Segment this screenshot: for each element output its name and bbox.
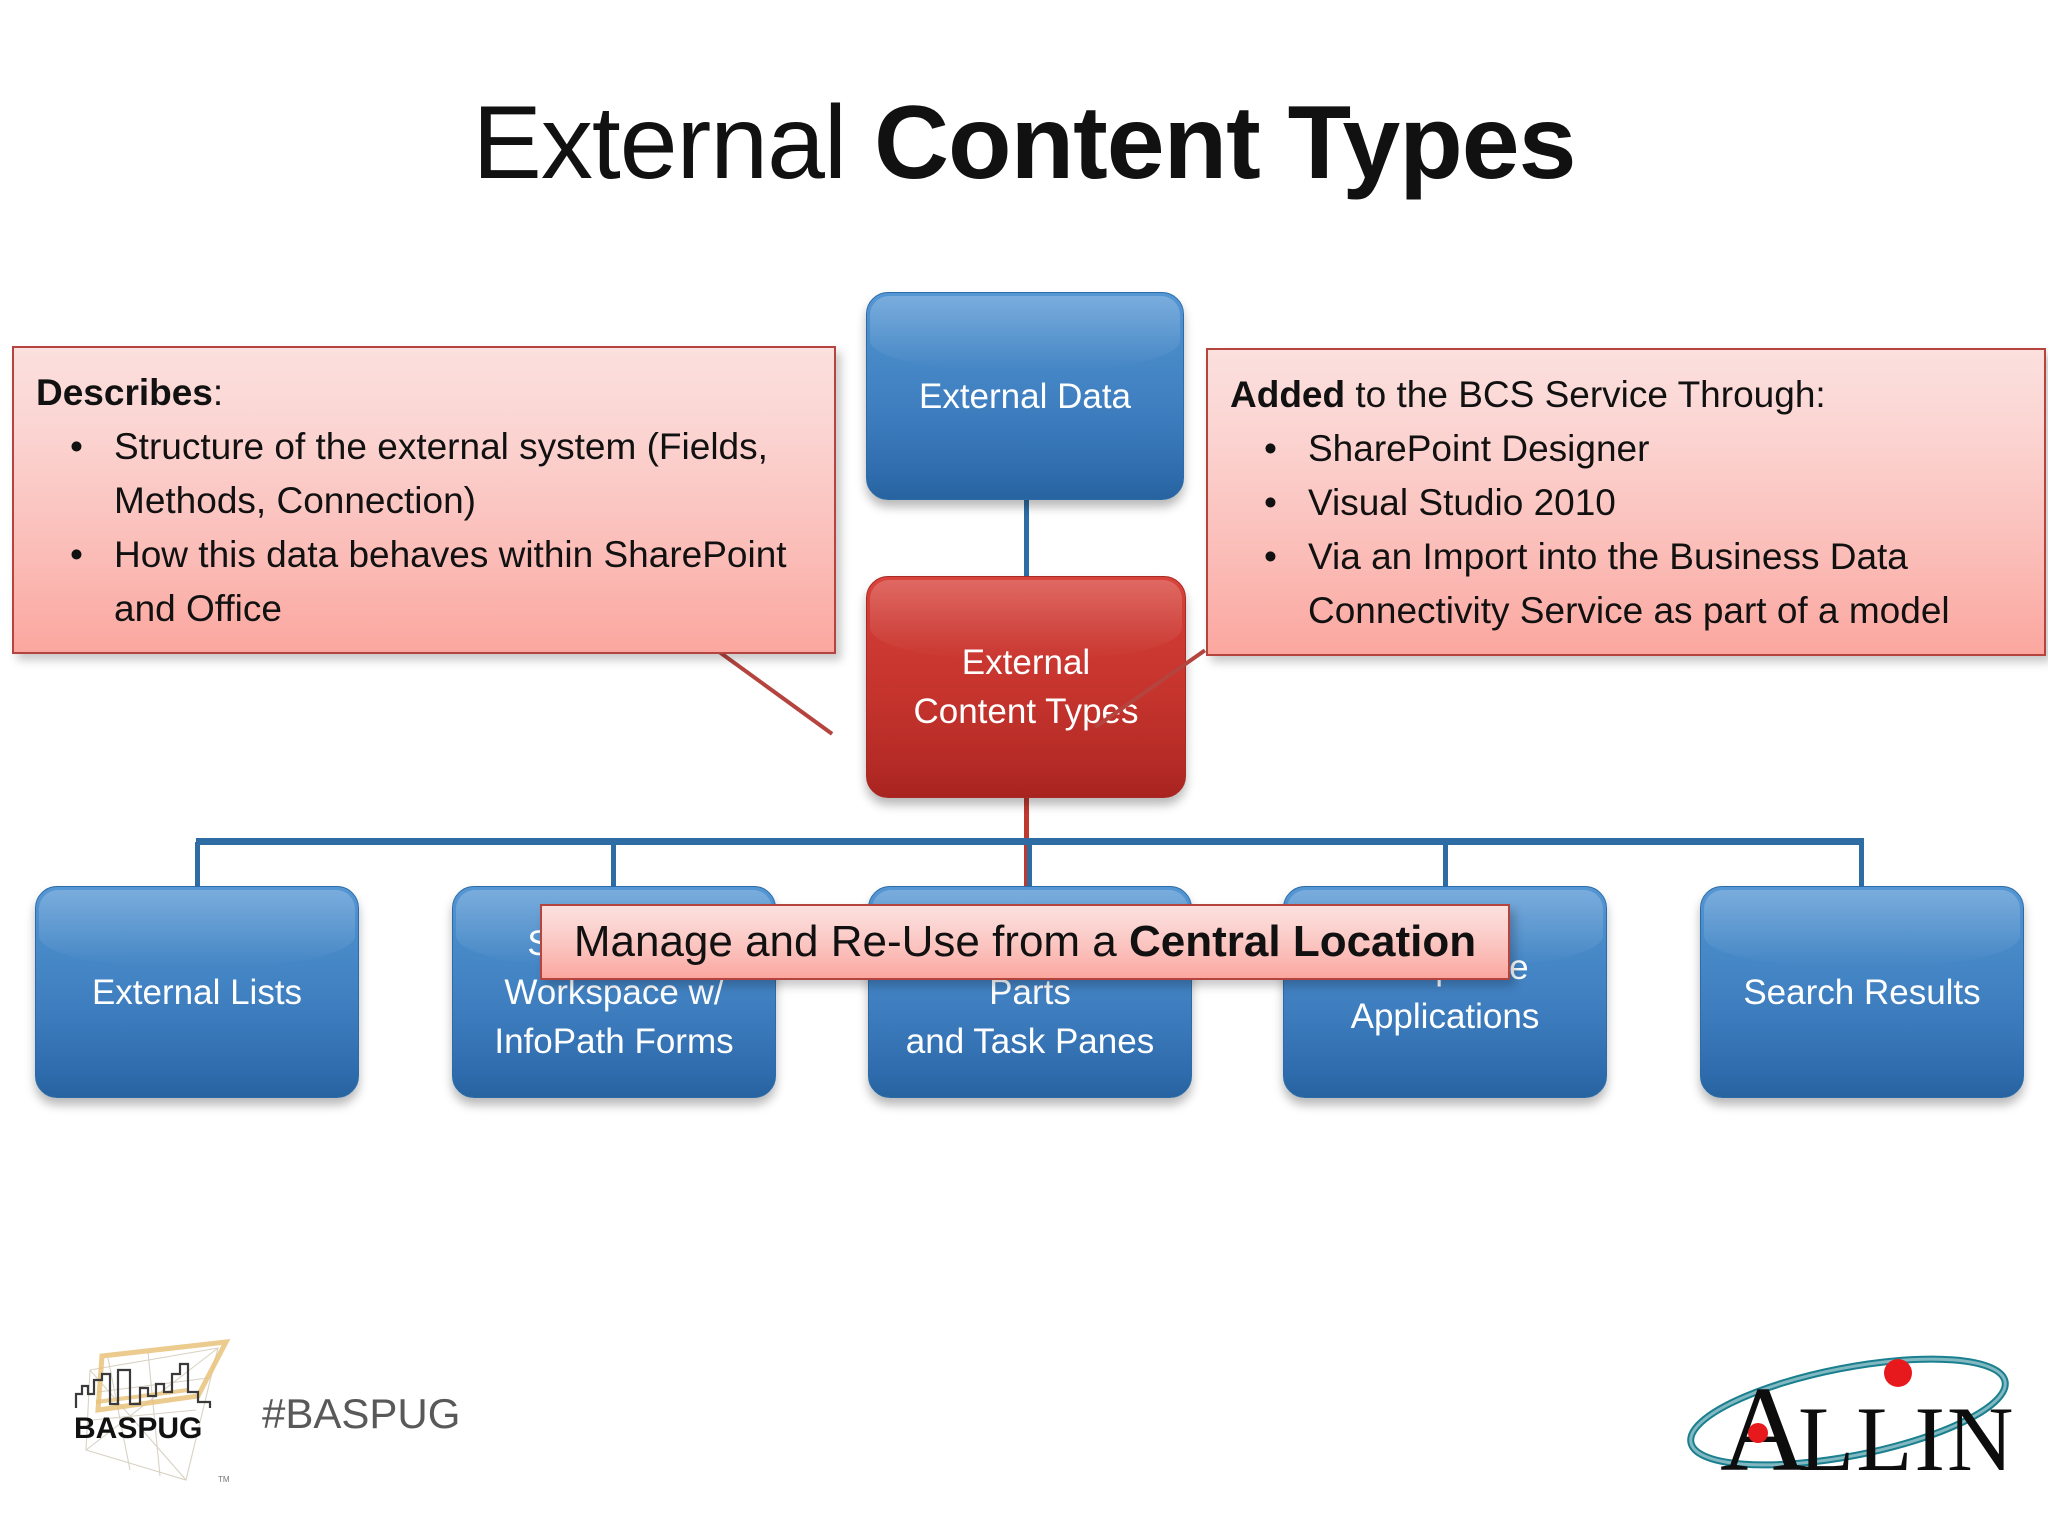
- connector-drop-2: [611, 842, 616, 888]
- callout-describes-list: • Structure of the external system (Fiel…: [36, 420, 812, 636]
- callout-left-tail: [717, 650, 834, 736]
- node-office-business-parts-line2: and Task Panes: [905, 1021, 1155, 1061]
- callout-describes-item-0: Structure of the external system (Fields…: [114, 426, 768, 521]
- allin-logo: A LLIN: [1672, 1340, 2024, 1497]
- callout-describes[interactable]: Describes: • Structure of the external s…: [12, 346, 836, 654]
- callout-added-item-0: SharePoint Designer: [1308, 428, 1650, 469]
- node-search-results-line1: Search Results: [1743, 972, 1981, 1012]
- callout-central-location-normal: Manage and Re-Use from a: [573, 917, 1129, 966]
- title-light-part: External: [472, 85, 874, 201]
- connector-drop-1: [195, 842, 200, 888]
- connector-data-to-ect: [1024, 500, 1029, 578]
- list-item: • SharePoint Designer: [1230, 422, 2022, 476]
- list-item: • Visual Studio 2010: [1230, 476, 2022, 530]
- callout-added-item-1: Visual Studio 2010: [1308, 482, 1616, 523]
- callout-describes-heading-rest: :: [212, 372, 224, 413]
- node-external-lists[interactable]: External Lists: [35, 886, 359, 1098]
- svg-text:LLIN: LLIN: [1798, 1388, 2015, 1488]
- node-external-content-types[interactable]: External Content Types: [866, 576, 1186, 798]
- node-external-data[interactable]: External Data: [866, 292, 1184, 500]
- callout-added-heading: Added to the BCS Service Through:: [1230, 368, 2022, 422]
- svg-text:A: A: [1720, 1362, 1808, 1488]
- page-title: External Content Types: [0, 88, 2048, 198]
- node-ect-label-line2: Content Types: [913, 692, 1139, 731]
- callout-describes-heading-bold: Describes: [36, 372, 213, 413]
- bullet-icon: •: [1264, 428, 1277, 469]
- callout-added-list: • SharePoint Designer • Visual Studio 20…: [1230, 422, 2022, 638]
- bullet-icon: •: [1264, 482, 1277, 523]
- callout-central-location[interactable]: Manage and Re-Use from a Central Locatio…: [540, 904, 1510, 980]
- bullet-icon: •: [1264, 536, 1277, 577]
- callout-describes-heading: Describes:: [36, 366, 812, 420]
- callout-central-location-bold: Central Location: [1129, 917, 1477, 966]
- callout-added-item-2: Via an Import into the Business Data Con…: [1308, 536, 1950, 631]
- title-bold-part: Content Types: [873, 85, 1577, 201]
- baspug-hashtag: #BASPUG: [262, 1390, 461, 1437]
- node-external-lists-line1: External Lists: [91, 972, 303, 1012]
- connector-drop-5: [1859, 842, 1864, 888]
- connector-drop-4: [1443, 842, 1448, 888]
- callout-added-heading-rest: to the BCS Service Through:: [1345, 374, 1826, 415]
- list-item: • Via an Import into the Business Data C…: [1230, 530, 2022, 638]
- svg-text:TM: TM: [218, 1475, 230, 1484]
- node-search-results[interactable]: Search Results: [1700, 886, 2024, 1098]
- connector-trunk-horizontal: [196, 838, 1864, 845]
- svg-text:BASPUG: BASPUG: [74, 1412, 202, 1445]
- connector-drop-3: [1027, 842, 1032, 888]
- callout-added-heading-bold: Added: [1230, 374, 1346, 415]
- callout-added-to-bcs[interactable]: Added to the BCS Service Through: • Shar…: [1206, 348, 2046, 656]
- bullet-icon: •: [70, 534, 83, 575]
- node-ect-label-line1: External: [961, 643, 1091, 682]
- node-sharepoint-workspace-line3: InfoPath Forms: [494, 1021, 734, 1061]
- callout-describes-item-1: How this data behaves within SharePoint …: [114, 534, 787, 629]
- node-external-data-label: External Data: [918, 376, 1132, 416]
- callout-central-location-text: Manage and Re-Use from a Central Locatio…: [574, 918, 1476, 966]
- list-item: • How this data behaves within SharePoin…: [36, 528, 812, 636]
- baspug-logo: BASPUG TM: [68, 1330, 253, 1490]
- node-composite-applications-line2: Applications: [1350, 997, 1540, 1036]
- bullet-icon: •: [70, 426, 83, 467]
- connector-ect-callout-red: [1024, 798, 1029, 948]
- list-item: • Structure of the external system (Fiel…: [36, 420, 812, 528]
